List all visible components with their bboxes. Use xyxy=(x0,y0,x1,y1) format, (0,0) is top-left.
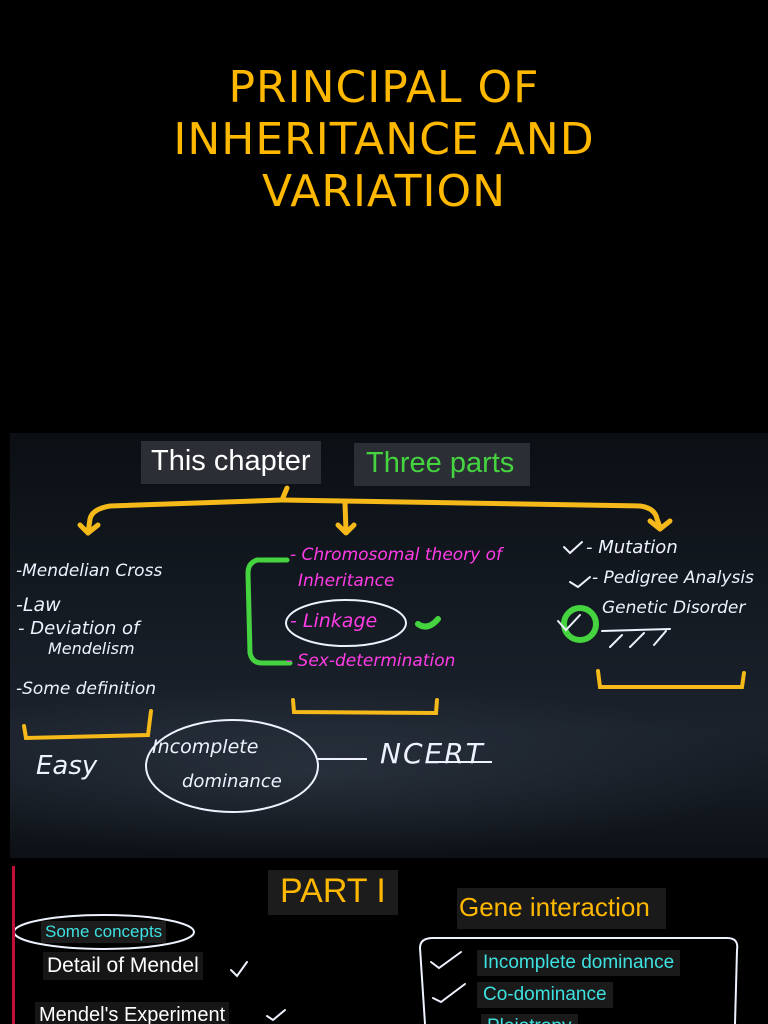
right-underbrace xyxy=(596,669,746,689)
part-one-slide: PART I Gene interaction Some concepts De… xyxy=(12,866,741,1024)
left-underbrace xyxy=(22,709,153,741)
codominance-check xyxy=(432,983,466,1004)
experiment-check xyxy=(266,1009,286,1022)
gene-interaction-heading: Gene interaction xyxy=(457,888,666,929)
linkage-oval xyxy=(285,599,407,647)
gene-list-bracket xyxy=(418,937,739,1024)
title-line-2: INHERITANCE AND xyxy=(173,114,595,165)
right-item-mutation: - Mutation xyxy=(586,537,678,558)
middle-underbrace xyxy=(291,698,439,716)
middle-item-sex-determination: - Sex-determination xyxy=(286,651,456,671)
annotation-strokes xyxy=(22,485,746,813)
left-item-law: -Law xyxy=(16,594,61,616)
gene-item-pleiotropy: Pleiotropy xyxy=(481,1014,578,1024)
green-bracket xyxy=(245,557,293,666)
mendel-check xyxy=(230,961,248,978)
some-concepts-oval xyxy=(15,914,195,950)
three-parts-label: Three parts xyxy=(354,443,531,486)
middle-item-inheritance: Inheritance xyxy=(298,571,395,591)
right-item-genetic-disorder: Genetic Disorder xyxy=(602,598,746,618)
title-line-3: VARIATION xyxy=(261,166,507,217)
highlight-circle xyxy=(561,605,599,643)
incomplete-check xyxy=(430,951,462,970)
incomplete-label: Incomplete xyxy=(152,736,259,758)
right-item-pedigree-analysis: - Pedigree Analysis xyxy=(592,568,754,588)
ncert-label: NCERT xyxy=(380,737,485,770)
page-title: PRINCIPAL OF INHERITANCE AND VARIATION xyxy=(0,62,768,218)
three-way-brace xyxy=(77,485,673,536)
some-concepts-label: Some concepts xyxy=(41,921,167,943)
part-one-strokes xyxy=(15,914,739,1024)
gene-item-codominance: Co-dominance xyxy=(477,982,613,1008)
genetic-underline xyxy=(601,628,671,648)
left-item-some-definition: -Some definition xyxy=(16,679,157,699)
left-item-mendelian-cross: -Mendelian Cross xyxy=(16,561,163,581)
dominance-label: dominance xyxy=(182,771,282,792)
gene-item-incomplete-dominance: Incomplete dominance xyxy=(477,950,681,976)
mendels-experiment-label: Mendel's Experiment xyxy=(35,1002,230,1024)
detail-of-mendel-label: Detail of Mendel xyxy=(43,952,203,980)
incomplete-dominance-oval xyxy=(145,719,319,813)
chapter-overview-slide: This chapter Three parts xyxy=(10,433,768,858)
green-mark xyxy=(415,616,441,630)
middle-item-linkage: - Linkage xyxy=(290,610,378,632)
easy-note: Easy xyxy=(36,751,98,781)
left-item-mendelism: Mendelism xyxy=(48,639,135,658)
this-chapter-heading: This chapter xyxy=(141,441,321,484)
part-one-heading: PART I xyxy=(268,870,398,915)
left-item-deviation: - Deviation of xyxy=(18,618,140,639)
middle-item-chromosomal: - Chromosomal theory of xyxy=(290,545,503,565)
check-marks xyxy=(557,541,591,632)
title-line-1: PRINCIPAL OF xyxy=(228,62,540,113)
